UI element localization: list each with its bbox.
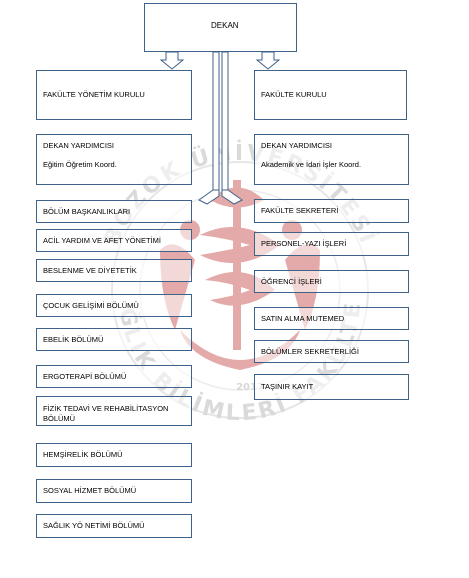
right-unit-box: BÖLÜMLER SEKRETERLİĞİ	[254, 340, 409, 363]
right-unit-label: TAŞINIR KAYIT	[261, 382, 314, 391]
left-unit-box: BESLENME VE DİYETETİK	[36, 259, 192, 282]
right-unit-box: ÖĞRENCİ İŞLERİ	[254, 270, 409, 293]
right-unit-box: PERSONEL-YAZI İŞLERİ	[254, 232, 409, 256]
left-unit-label: ÇOCUK GELİŞİMİ BÖLÜMÜ	[43, 300, 139, 310]
deputy-dean-right-box: DEKAN YARDIMCISI Akademik ve İdari İşler…	[254, 134, 409, 185]
left-unit-box: BÖLÜM BAŞKANLIKLARI	[36, 200, 192, 223]
left-unit-box: HEMŞİRELİK BÖLÜMÜ	[36, 443, 192, 467]
arrow-down-left	[159, 51, 185, 70]
left-unit-label: HEMŞİRELİK BÖLÜMÜ	[43, 450, 123, 459]
seal-year: 2017	[236, 382, 264, 393]
deputy-dean-left-box: DEKAN YARDIMCISI Eğitim Öğretim Koord.	[36, 134, 192, 185]
left-unit-label: BESLENME VE DİYETETİK	[43, 265, 137, 275]
left-unit-label: BÖLÜM BAŞKANLIKLARI	[43, 206, 131, 216]
dean-box: DEKAN	[144, 3, 297, 52]
left-unit-label: SAĞLIK YÖ NETİMİ BÖLÜMÜ	[43, 521, 145, 530]
deputy-left-role: Eğitim Öğretim Koord.	[43, 160, 117, 169]
faculty-council-label: FAKÜLTE KURULU	[261, 90, 327, 99]
right-unit-label: BÖLÜMLER SEKRETERLİĞİ	[261, 346, 359, 356]
faculty-board-box: FAKÜLTE YÖNETİM KURULU	[36, 70, 192, 120]
center-shaft-right	[221, 51, 229, 193]
deputy-right-title: DEKAN YARDIMCISI	[261, 141, 332, 150]
arrow-split-right	[221, 189, 243, 205]
left-unit-box: FİZİK TEDAVİ VE REHABİLİTASYON BÖLÜMÜ	[36, 396, 192, 426]
deputy-left-title: DEKAN YARDIMCISI	[43, 141, 114, 150]
right-unit-box: SATIN ALMA MUTEMED	[254, 307, 409, 330]
right-unit-label: ÖĞRENCİ İŞLERİ	[261, 276, 322, 286]
deputy-right-role: Akademik ve İdari İşler Koord.	[261, 160, 362, 169]
right-unit-label: SATIN ALMA MUTEMED	[261, 313, 345, 323]
right-unit-box: FAKÜLTE SEKRETERİ	[254, 199, 409, 223]
left-unit-box: SAĞLIK YÖ NETİMİ BÖLÜMÜ	[36, 514, 192, 538]
right-unit-box: TAŞINIR KAYIT	[254, 374, 409, 400]
left-unit-box: SOSYAL HİZMET BÖLÜMÜ	[36, 479, 192, 503]
left-unit-box: ERGOTERAPİ BÖLÜMÜ	[36, 365, 192, 388]
right-unit-label: PERSONEL-YAZI İŞLERİ	[261, 239, 347, 248]
left-unit-label: ACİL YARDIM VE AFET YÖNETİMİ	[43, 235, 161, 245]
faculty-board-label: FAKÜLTE YÖNETİM KURULU	[43, 90, 145, 99]
left-unit-label: EBELİK BÖLÜMÜ	[43, 334, 104, 344]
left-unit-label: SOSYAL HİZMET BÖLÜMÜ	[43, 486, 137, 495]
dean-label: DEKAN	[211, 21, 239, 30]
right-unit-label: FAKÜLTE SEKRETERİ	[261, 206, 339, 215]
left-unit-label: ERGOTERAPİ BÖLÜMÜ	[43, 371, 127, 381]
arrow-split-left	[198, 189, 220, 205]
left-unit-box: ACİL YARDIM VE AFET YÖNETİMİ	[36, 229, 192, 252]
center-shaft-left	[212, 51, 220, 193]
left-unit-box: EBELİK BÖLÜMÜ	[36, 328, 192, 351]
arrow-down-right	[255, 51, 281, 70]
left-unit-box: ÇOCUK GELİŞİMİ BÖLÜMÜ	[36, 294, 192, 317]
faculty-council-box: FAKÜLTE KURULU	[254, 70, 407, 120]
left-unit-label: FİZİK TEDAVİ VE REHABİLİTASYON BÖLÜMÜ	[43, 404, 169, 423]
